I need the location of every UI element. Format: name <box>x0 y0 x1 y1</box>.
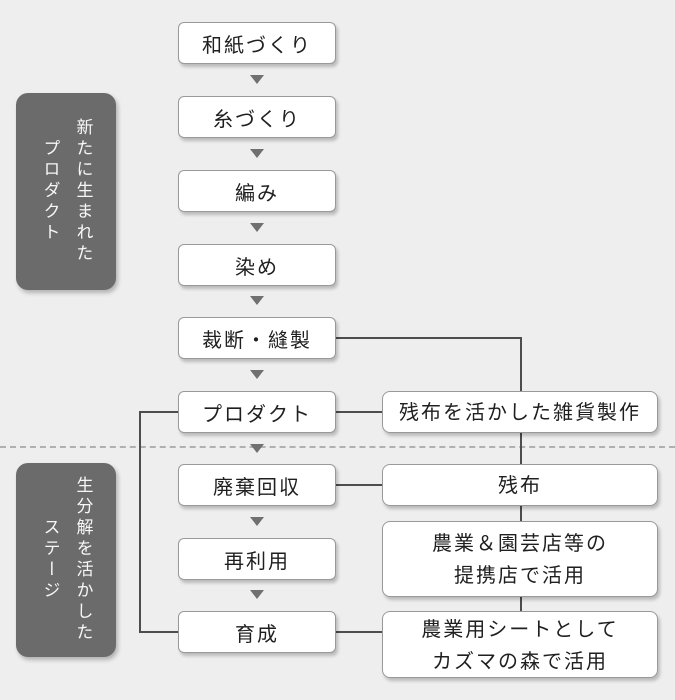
flow-node-label: プロダクト <box>202 401 312 426</box>
stage-label-text-column: プロダクト <box>39 139 60 244</box>
flow-node-label: 育成 <box>235 621 279 646</box>
flow-node-label: 再利用 <box>224 548 290 573</box>
side-node-label: 残布を活かした雑貨製作 <box>399 400 641 424</box>
flow-node-growing: 育成 <box>178 611 336 653</box>
connector-growing-to-sheet <box>336 631 382 633</box>
connector-cutting-to-right-column <box>336 337 522 339</box>
side-node-label-line: カズマの森で活用 <box>432 648 608 673</box>
flow-node-label: 編み <box>235 180 279 205</box>
flow-node-label: 裁断・縫製 <box>202 327 312 352</box>
arrow-down-icon <box>250 370 264 379</box>
arrow-down-icon <box>250 75 264 84</box>
side-node-agricultural-sheet-use: 農業用シートとして カズマの森で活用 <box>382 611 658 678</box>
flow-node-label: 糸づくり <box>213 106 301 131</box>
arrow-down-icon <box>250 590 264 599</box>
side-node-label-line: 提携店で活用 <box>454 563 586 587</box>
stage-divider-line <box>0 446 675 448</box>
stage-label-biodegradation: 生分解を活かした ステージ <box>16 463 116 657</box>
connector-feedback-loop-vertical <box>139 411 141 633</box>
flow-node-cutting-sewing: 裁断・縫製 <box>178 317 336 359</box>
flow-node-knitting: 編み <box>178 170 336 212</box>
arrow-down-icon <box>250 149 264 158</box>
stage-label-new-product: 新たに生まれた プロダクト <box>16 93 116 290</box>
flow-node-dyeing: 染め <box>178 244 336 286</box>
flow-node-thread-making: 糸づくり <box>178 96 336 138</box>
stage-label-text-column: 生分解を活かした <box>72 476 93 644</box>
connector-product-to-zakka <box>336 411 382 413</box>
flow-node-label: 廃棄回収 <box>213 474 301 499</box>
side-node-zanpu: 残布 <box>382 464 658 506</box>
flow-node-washi-making: 和紙づくり <box>178 22 336 64</box>
connector-feedback-loop-top <box>139 411 179 413</box>
flow-node-label: 染め <box>235 254 279 279</box>
arrow-down-icon <box>250 223 264 232</box>
flow-node-product: プロダクト <box>178 391 336 433</box>
arrow-down-icon <box>250 517 264 526</box>
flow-node-reuse: 再利用 <box>178 538 336 580</box>
flow-node-disposal-collection: 廃棄回収 <box>178 464 336 506</box>
arrow-down-icon <box>250 444 264 453</box>
side-node-label-line: 農業＆園芸店等の <box>432 531 608 555</box>
side-node-zakka-production: 残布を活かした雑貨製作 <box>382 391 658 433</box>
connector-feedback-loop-bottom <box>139 631 179 633</box>
flow-node-label: 和紙づくり <box>202 32 312 57</box>
connector-disposal-to-zanpu <box>336 484 382 486</box>
stage-label-text-column: 新たに生まれた <box>72 118 93 265</box>
stage-label-text-column: ステージ <box>39 518 60 602</box>
side-node-label: 残布 <box>498 473 542 497</box>
side-node-garden-shop-use: 農業＆園芸店等の 提携店で活用 <box>382 521 658 597</box>
arrow-down-icon <box>250 296 264 305</box>
side-node-label-line: 農業用シートとして <box>421 616 619 641</box>
